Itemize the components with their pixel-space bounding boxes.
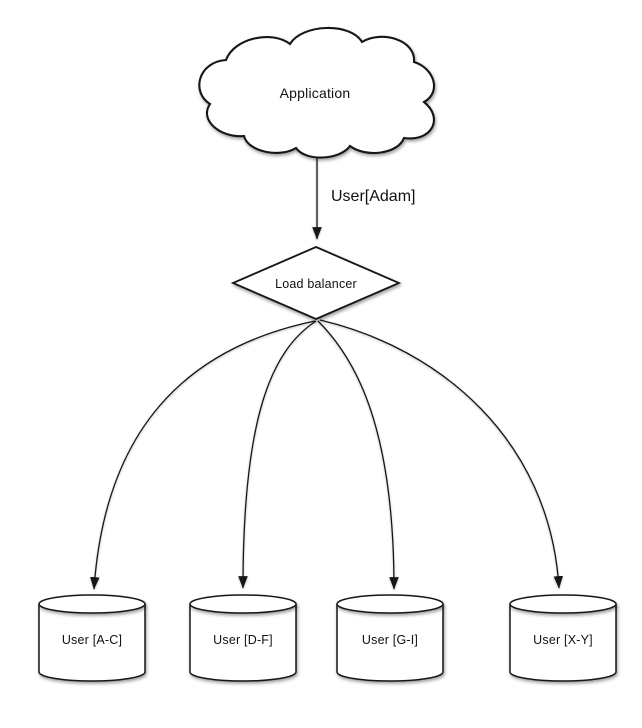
shard-label-user-g-i: User [G-I] xyxy=(361,633,419,647)
shard-label-user-a-c: User [A-C] xyxy=(61,633,123,647)
edge-load-balancer-to-user-a-c xyxy=(90,320,316,590)
shard-label-user-x-y: User [X-Y] xyxy=(533,633,593,647)
cylinder-body xyxy=(38,604,146,682)
application-cloud-shape xyxy=(198,26,435,159)
cylinder-body xyxy=(509,604,617,682)
edge-load-balancer-to-user-x-y xyxy=(319,319,564,589)
shard-label-user-d-f: User [D-F] xyxy=(213,633,273,647)
cylinder-top xyxy=(189,594,297,614)
edge-group-load-balancer-to-shards xyxy=(90,319,564,590)
db-cylinder-user-x-y xyxy=(509,594,617,682)
application-node-label: Application xyxy=(279,85,351,101)
cylinder-top xyxy=(38,594,146,614)
db-cylinder-user-a-c xyxy=(38,594,146,682)
db-cylinder-user-d-f xyxy=(189,594,297,682)
cylinder-body xyxy=(336,604,444,682)
load-balancer-node-label: Load balancer xyxy=(275,277,357,291)
cylinder-body xyxy=(189,604,297,682)
edge-label-user-adam: User[Adam] xyxy=(331,188,416,205)
edge-load-balancer-to-user-g-i xyxy=(317,320,399,590)
load-balancer-diamond-shape xyxy=(230,246,402,320)
cylinder-top xyxy=(509,594,617,614)
db-cylinder-user-g-i xyxy=(336,594,444,682)
cylinder-top xyxy=(336,594,444,614)
edge-load-balancer-to-user-d-f xyxy=(238,320,317,589)
